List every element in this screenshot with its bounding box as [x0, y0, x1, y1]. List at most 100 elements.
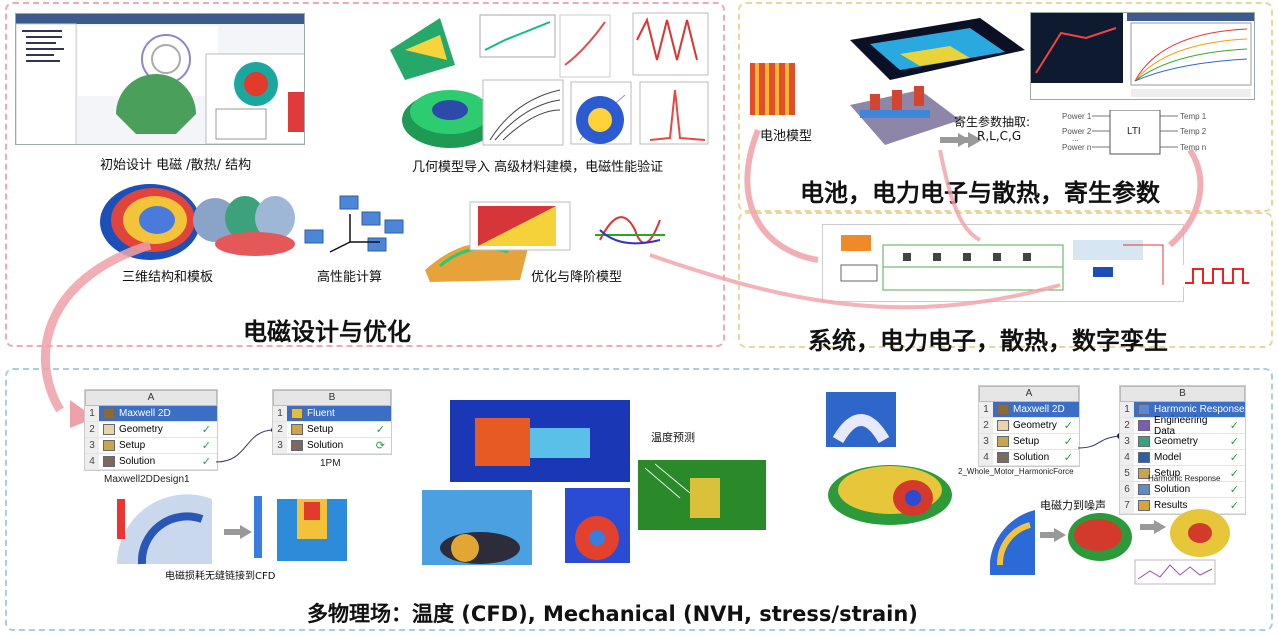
hpc-network-image [300, 192, 410, 258]
row-label: Solution [1013, 452, 1050, 463]
check-icon: ✓ [201, 456, 211, 468]
row-label: Solution [307, 440, 344, 451]
row-number: 1 [85, 406, 99, 421]
nvh-images [818, 390, 968, 530]
row-number: 3 [85, 438, 99, 453]
results-icon [1138, 500, 1150, 511]
maxwell-icon [103, 408, 115, 419]
row-number: 3 [1120, 434, 1134, 449]
row-label: Engineering Data [1154, 414, 1208, 437]
loss-to-cfd-images [112, 494, 360, 566]
em-design-panel [5, 2, 725, 347]
row-label: Maxwell 2D [119, 408, 171, 419]
harmonic-a-col-header: A [979, 386, 1079, 402]
lti-block: Power 1 Power 2 ... Power n LTI Temp 1 T… [1060, 110, 1210, 158]
maxwell-row-1[interactable]: 1 Maxwell 2D [85, 406, 217, 422]
fluent-row-2[interactable]: 2 Setup ✓ [273, 422, 391, 438]
row-label: Maxwell 2D [1013, 404, 1065, 415]
geometry-icon [1138, 436, 1150, 447]
row-number: 2 [1120, 418, 1134, 433]
caption-temperature-prediction: 温度预测 [651, 431, 695, 444]
parasitic-label-1: 寄生参数抽取: [954, 115, 1031, 129]
row-number: 3 [979, 434, 993, 449]
harmonic-b-row-7[interactable]: 7 Results ✓ [1120, 498, 1245, 514]
fluent-table-caption: 1PM [320, 458, 341, 469]
setup-icon [291, 424, 303, 435]
noise-images [989, 505, 1240, 587]
row-number: 2 [273, 422, 287, 437]
row-label: Results [1154, 500, 1188, 511]
maxwell-icon [997, 404, 1009, 415]
power-electronics-3d [830, 10, 1030, 170]
setup-icon [103, 440, 115, 451]
system-schematic-image [822, 224, 1184, 302]
row-number: 2 [979, 418, 993, 433]
check-icon: ✓ [1229, 484, 1239, 496]
harmonic-a-caption: 2_Whole_Motor_HarmonicForce [958, 467, 1074, 476]
check-icon: ✓ [201, 440, 211, 452]
setup-icon [1138, 468, 1150, 479]
lti-output-1: Temp 1 [1180, 112, 1207, 121]
row-number: 7 [1120, 498, 1134, 513]
row-label: Fluent [307, 408, 335, 419]
battery-model-image [745, 58, 800, 120]
row-label: Setup [307, 424, 334, 435]
row-label: Model [1154, 452, 1182, 463]
check-icon: ✓ [1229, 500, 1239, 512]
caption-initial-design: 初始设计 电磁 /散热/ 结构 [100, 158, 252, 173]
multiphysics-panel [5, 368, 1273, 631]
harmonic-b-row-4[interactable]: 4 Model ✓ [1120, 450, 1245, 466]
caption-hpc: 高性能计算 [317, 270, 383, 285]
lti-input-2: Power 2 [1062, 127, 1092, 136]
row-number: 2 [85, 422, 99, 437]
row-label: Setup [119, 440, 146, 451]
check-icon: ✓ [375, 424, 385, 436]
harmonic-b-caption: Harmonic Response [1148, 474, 1221, 483]
system-section-title: 系统，电力电子，散热，数字孪生 [808, 327, 1168, 355]
row-number: 1 [1120, 402, 1134, 417]
lti-dots: ... [1072, 134, 1079, 143]
row-number: 5 [1120, 466, 1134, 481]
check-icon: ✓ [201, 424, 211, 436]
thermal-plot-screenshot [1030, 12, 1255, 100]
check-icon: ✓ [1063, 452, 1073, 464]
row-number: 4 [1120, 450, 1134, 465]
optimization-image [420, 200, 680, 285]
lti-box-label: LTI [1127, 126, 1141, 137]
maxwell-table-caption: Maxwell2DDesign1 [104, 474, 190, 485]
caption-force-to-noise: 电磁力到噪声 [1040, 499, 1106, 512]
initial-design-screenshot [15, 13, 305, 145]
harmonic-icon [1138, 404, 1150, 415]
harmonic-b-col-header: B [1120, 386, 1245, 402]
solution-icon [103, 456, 115, 467]
geometry-model-collage [385, 10, 715, 150]
engineering-data-icon [1138, 420, 1150, 431]
check-icon: ✓ [1229, 452, 1239, 464]
3d-structure-image [95, 180, 300, 260]
maxwell-col-header: A [85, 390, 217, 406]
refresh-icon: ⟳ [375, 440, 385, 452]
check-icon: ✓ [1229, 436, 1239, 448]
caption-3d-structure: 三维结构和模板 [122, 270, 214, 285]
lti-output-n: Temp n [1180, 143, 1207, 152]
maxwell-row-3[interactable]: 3 Setup ✓ [85, 438, 217, 454]
geometry-icon [997, 420, 1009, 431]
lti-output-2: Temp 2 [1180, 127, 1207, 136]
solution-icon [291, 440, 303, 451]
